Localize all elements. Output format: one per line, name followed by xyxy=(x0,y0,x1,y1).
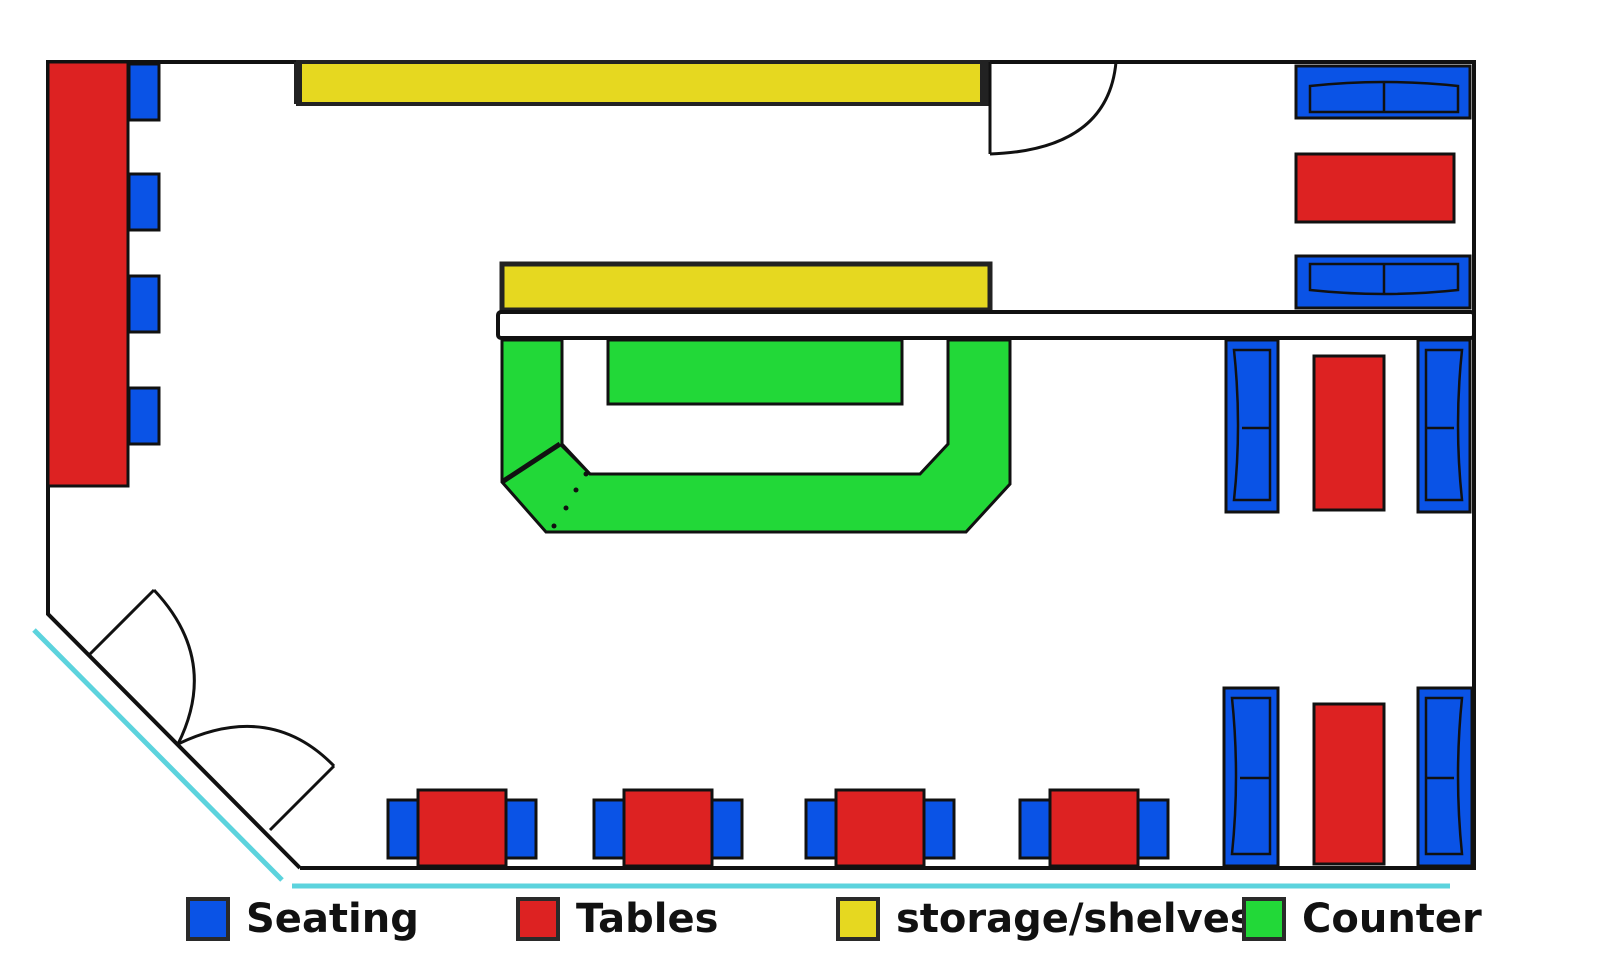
counter-edge xyxy=(558,442,592,476)
table-set-4 xyxy=(1018,788,1170,868)
sofa-mid-right xyxy=(1416,338,1472,514)
counter-dot xyxy=(583,471,589,477)
table-set-3 xyxy=(804,788,956,868)
bar-table xyxy=(46,60,130,488)
counter-inner xyxy=(606,338,904,406)
legend-label-seating: Seating xyxy=(246,896,419,942)
legend-item-counter: Counter xyxy=(1242,896,1482,942)
sofa-bottom-right xyxy=(1416,686,1474,868)
partition-wall xyxy=(496,310,1476,340)
sofa-bottom-left xyxy=(1222,686,1280,868)
legend-label-counter: Counter xyxy=(1302,896,1482,942)
sofa-mid-left xyxy=(1224,338,1280,514)
legend-swatch-tables xyxy=(516,897,560,941)
bar-stool xyxy=(127,62,161,122)
legend-label-storage: storage/shelves xyxy=(896,896,1254,942)
table-set-2 xyxy=(592,788,744,868)
legend: Seating Tables storage/shelves Counter xyxy=(0,896,1600,956)
sofa-top xyxy=(1294,64,1472,120)
entrance-door-leaf-1 xyxy=(88,588,156,656)
counter-dot xyxy=(563,505,569,511)
shelf-end xyxy=(294,62,302,104)
lounge-table-bottom xyxy=(1312,702,1386,866)
lounge-table-top xyxy=(1294,152,1456,224)
shelf-end xyxy=(980,62,988,104)
window-diagonal xyxy=(32,628,284,882)
legend-item-seating: Seating xyxy=(186,896,419,942)
legend-swatch-storage xyxy=(836,897,880,941)
bar-stool xyxy=(127,274,161,334)
door-swing-top xyxy=(989,61,1118,156)
counter-edge xyxy=(500,441,562,485)
legend-item-tables: Tables xyxy=(516,896,718,942)
lounge-table-mid xyxy=(1312,354,1386,512)
legend-swatch-seating xyxy=(186,897,230,941)
entrance-door-leaf-2 xyxy=(268,764,336,832)
storage-shelf-top xyxy=(296,60,990,106)
sofa-top-lower xyxy=(1294,254,1472,310)
entrance-door-swing-2 xyxy=(177,724,336,768)
bar-stool xyxy=(127,386,161,446)
storage-shelf-middle xyxy=(499,261,993,313)
legend-label-tables: Tables xyxy=(576,896,719,942)
floor-plan xyxy=(32,60,1476,889)
bar-stool xyxy=(127,172,161,232)
legend-swatch-counter xyxy=(1242,897,1286,941)
legend-item-storage: storage/shelves xyxy=(836,896,1254,942)
counter-dot xyxy=(551,523,557,529)
entrance-door-swing-1 xyxy=(152,588,196,745)
table-set-1 xyxy=(386,788,538,868)
counter-dot xyxy=(573,487,579,493)
